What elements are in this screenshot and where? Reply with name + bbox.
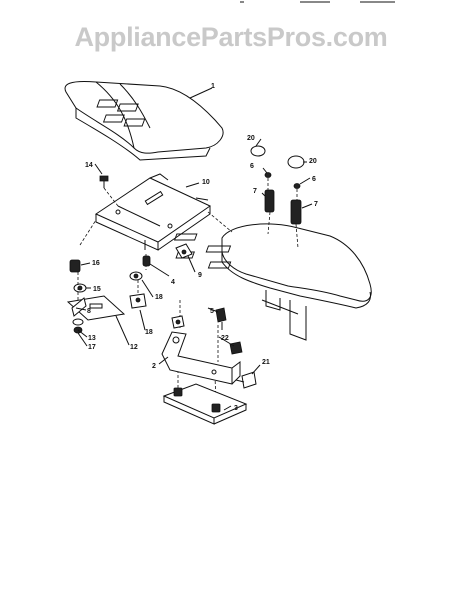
callout-15: 15: [93, 286, 101, 293]
callout-17: 17: [88, 344, 96, 351]
bolt-14-part: [99, 175, 119, 207]
bolt-21-part: [235, 371, 257, 389]
left-hardware: [66, 259, 126, 334]
callout-13: 13: [88, 335, 96, 342]
callout-16a: 16: [92, 260, 100, 267]
callout-10: 10: [202, 179, 210, 186]
callout-20b: 20: [309, 158, 317, 165]
callout-9: 9: [198, 272, 202, 279]
callout-18a: 18: [155, 294, 163, 301]
watermark-text: AppliancePartsPros.com: [74, 22, 387, 52]
callout-14: 14: [85, 162, 93, 169]
center-hardware: [129, 243, 193, 309]
callout-8: 8: [87, 308, 91, 315]
callout-labels: 1 20 14 10 6 20 6 7 7 16 4 9 15 18 5 22 …: [85, 83, 318, 412]
seat-part: [64, 81, 224, 161]
callout-6a: 6: [250, 163, 254, 170]
callout-21: 21: [262, 359, 270, 366]
callout-4: 4: [171, 279, 175, 286]
callout-2: 2: [152, 363, 156, 370]
callout-6b: 6: [312, 176, 316, 183]
seat-pan-part: [94, 173, 212, 251]
callout-7a: 7: [253, 188, 257, 195]
leader-lines: [75, 87, 313, 411]
fender-part: [173, 223, 372, 341]
callout-18b: 18: [145, 329, 153, 336]
callout-22: 22: [221, 335, 229, 342]
callout-12: 12: [130, 344, 138, 351]
callout-7b: 7: [314, 201, 318, 208]
callout-20a: 20: [247, 135, 255, 142]
callout-1: 1: [211, 83, 215, 90]
callout-3: 3: [234, 405, 238, 412]
callout-5: 5: [210, 308, 214, 315]
right-hardware: [171, 307, 243, 355]
base-plate-part: [162, 383, 248, 425]
